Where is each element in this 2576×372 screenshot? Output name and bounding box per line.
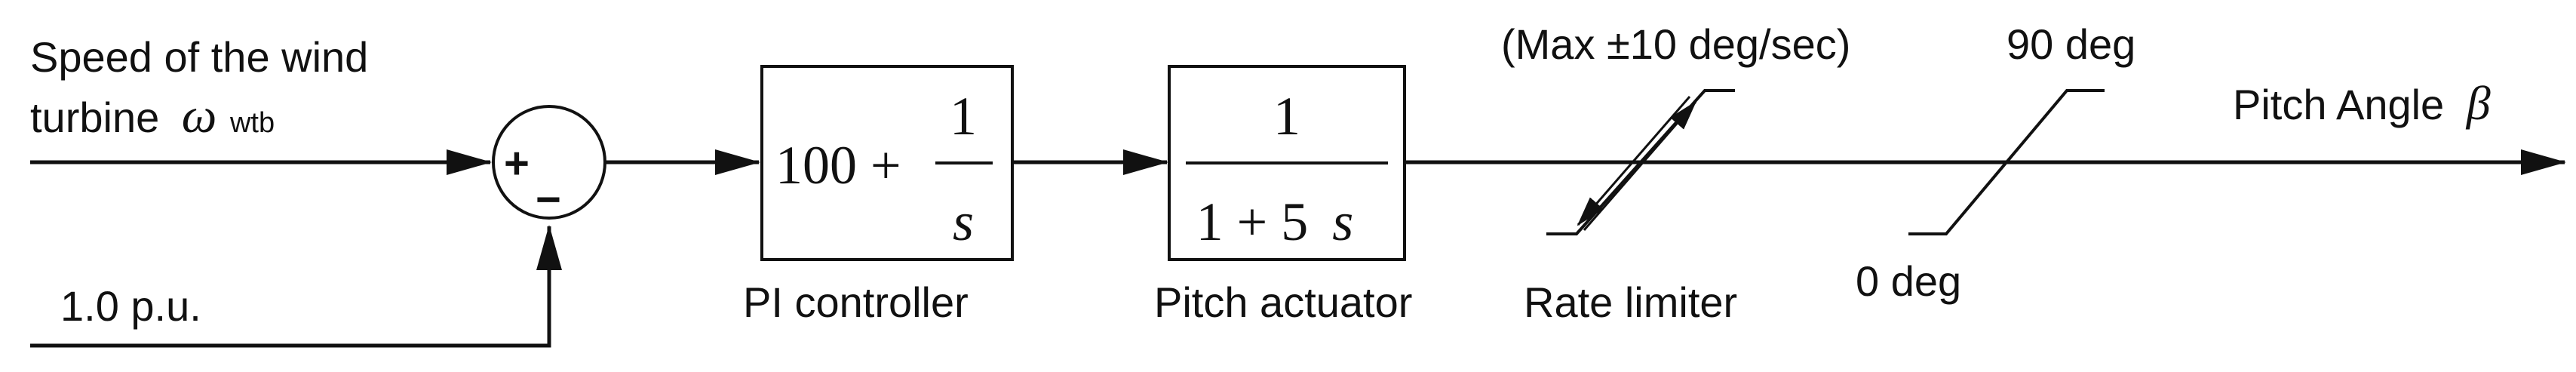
actuator-numerator: 1 xyxy=(1273,86,1300,146)
saturation-symbol xyxy=(1908,89,2105,235)
rate-limit-note: (Max ±10 deg/sec) xyxy=(1501,20,1850,68)
pi-denominator: s xyxy=(953,192,974,252)
pitch-actuator-label: Pitch actuator xyxy=(1154,278,1412,326)
sum-plus-sign: + xyxy=(504,139,530,188)
reference-label: 1.0 p.u. xyxy=(60,282,201,330)
pi-numerator: 1 xyxy=(950,86,977,146)
rate-limiter-arrow-down xyxy=(1577,96,1691,226)
pi-constant: 100 + xyxy=(775,135,901,195)
output-label: Pitch Angle β xyxy=(2233,76,2491,130)
input-label-line2: turbine ω wtb xyxy=(30,88,275,143)
saturation-upper-label: 90 deg xyxy=(2006,20,2135,68)
reference-signal-arrow xyxy=(30,225,562,348)
rate-limiter-arrow-up xyxy=(1583,100,1697,231)
input-label-line1: Speed of the wind xyxy=(30,33,368,81)
sum-minus-sign: − xyxy=(536,175,561,224)
saturation-lower-label: 0 deg xyxy=(1856,257,1961,305)
rate-limiter-symbol xyxy=(1546,89,1735,235)
actuator-denominator: 1 + 5 s xyxy=(1196,192,1354,252)
rate-limiter-label: Rate limiter xyxy=(1524,278,1737,326)
pi-controller-label: PI controller xyxy=(743,278,969,326)
